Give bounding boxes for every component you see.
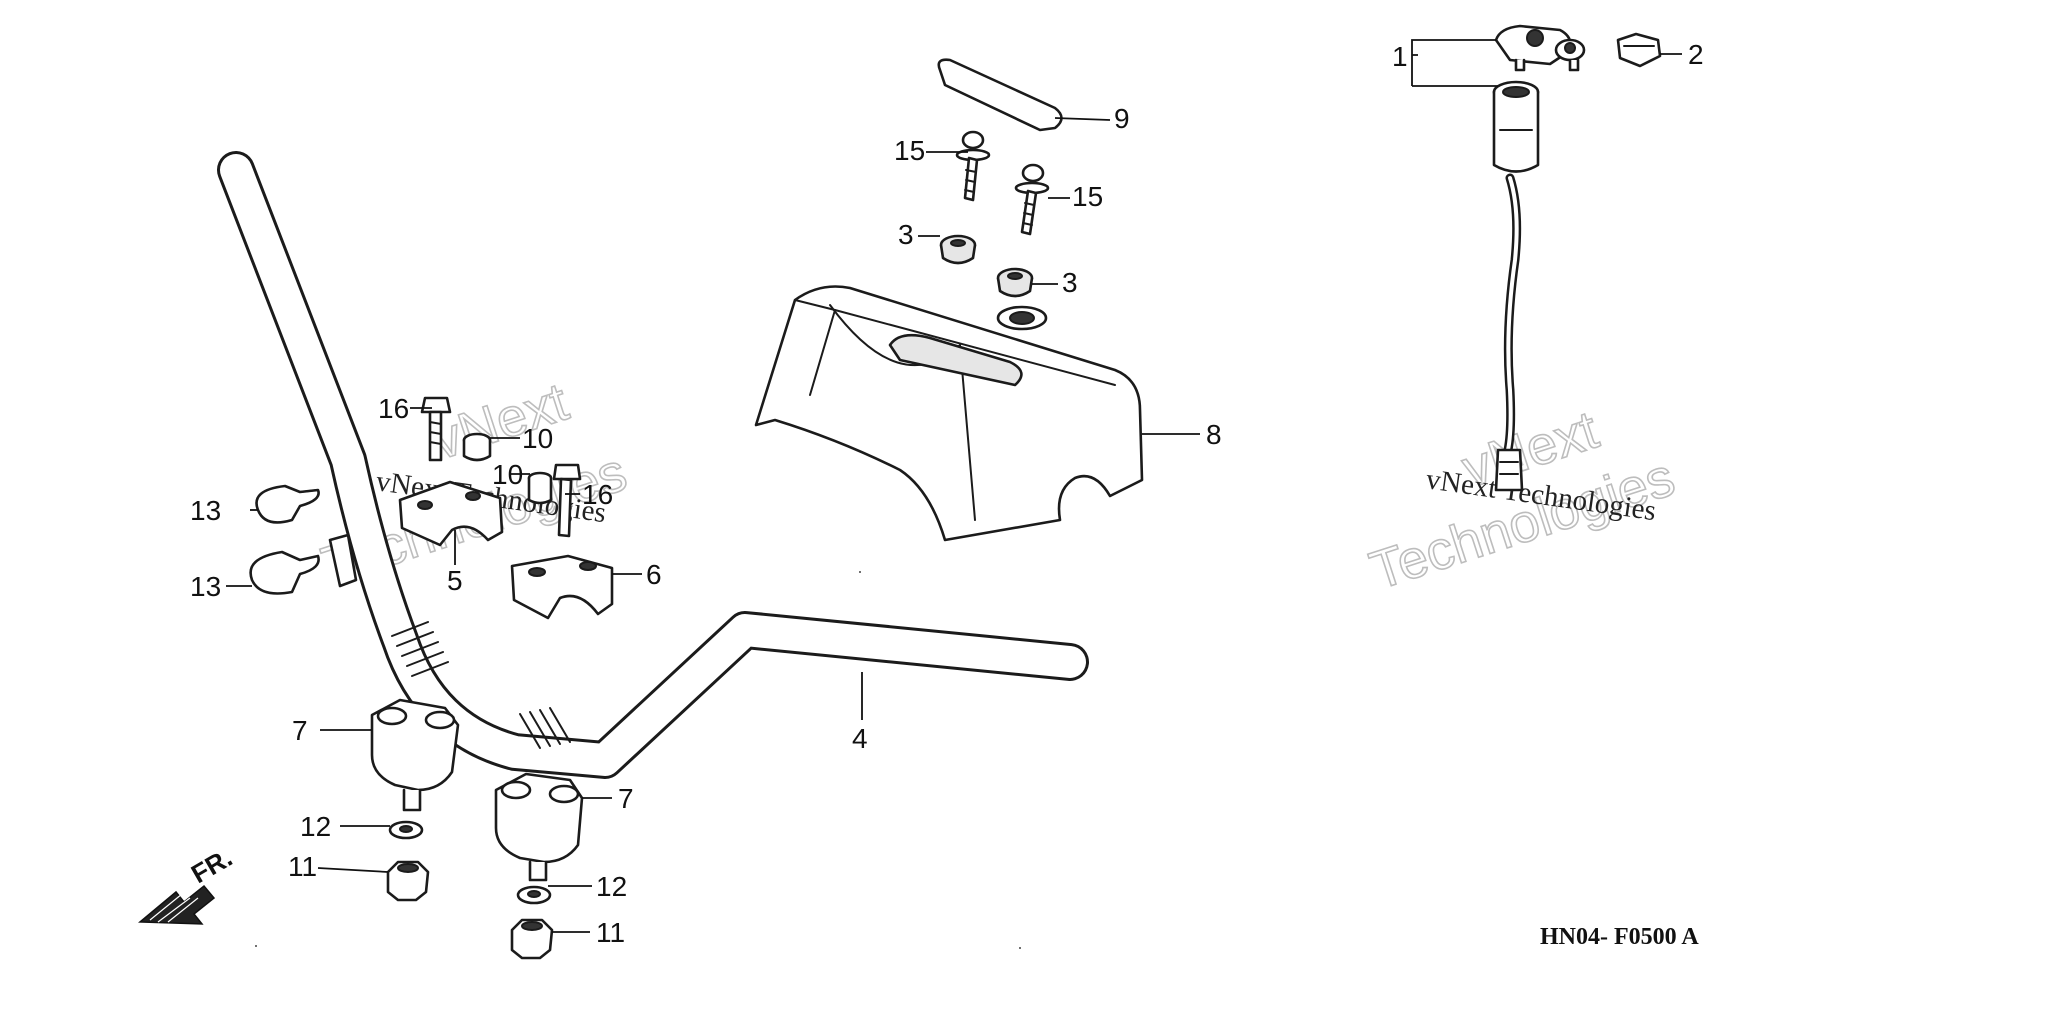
upper-holder-5 bbox=[398, 480, 504, 547]
grommet-3-right bbox=[996, 267, 1034, 298]
callout-1: 1 bbox=[1392, 41, 1408, 72]
callout-10-upper: 10 bbox=[522, 423, 553, 454]
band-13-upper bbox=[255, 484, 320, 524]
callout-3-left: 3 bbox=[898, 219, 914, 250]
nut-11-right bbox=[510, 918, 554, 960]
handlebar-cover bbox=[754, 285, 1144, 542]
plate bbox=[937, 58, 1063, 132]
upper-holder-6 bbox=[510, 554, 614, 620]
leader-lines bbox=[226, 39, 1682, 933]
callout-9: 9 bbox=[1114, 103, 1130, 134]
band-13-lower bbox=[249, 550, 320, 595]
callout-7-left: 7 bbox=[292, 715, 308, 746]
callout-5: 5 bbox=[447, 565, 463, 596]
lower-holder-7-right bbox=[494, 772, 584, 882]
callout-15-right: 15 bbox=[1072, 181, 1103, 212]
callout-11-left: 11 bbox=[288, 851, 317, 882]
callout-4: 4 bbox=[852, 723, 868, 754]
callout-3-right: 3 bbox=[1062, 267, 1078, 298]
front-direction-indicator: FR. bbox=[138, 842, 237, 925]
washer-12-right bbox=[516, 885, 552, 905]
callout-13-lower: 13 bbox=[190, 571, 221, 602]
callout-6: 6 bbox=[646, 559, 662, 590]
watermark-big-top: vNext bbox=[425, 372, 575, 472]
callout-12-left: 12 bbox=[300, 811, 331, 842]
callout-10-lower: 10 bbox=[492, 459, 523, 490]
knurl-left bbox=[391, 621, 449, 677]
collar-10-left bbox=[462, 432, 492, 462]
bolt-16-left bbox=[420, 396, 452, 462]
switch-cap bbox=[1616, 32, 1662, 68]
ignition-switch bbox=[1492, 24, 1586, 492]
direction-label: FR. bbox=[186, 842, 237, 889]
callout-16-right: 16 bbox=[582, 479, 613, 510]
diagram-code: HN04- F0500 A bbox=[1540, 924, 1699, 950]
lower-holder-7-left bbox=[370, 698, 460, 812]
callout-7-right: 7 bbox=[618, 783, 634, 814]
callout-16-left: 16 bbox=[378, 393, 409, 424]
callout-8: 8 bbox=[1206, 419, 1222, 450]
callout-2: 2 bbox=[1688, 39, 1704, 70]
callout-11-right: 11 bbox=[596, 917, 625, 948]
watermark-right: vNext Technologies vNext Technologies bbox=[1362, 399, 1682, 602]
screw-15-left bbox=[955, 130, 991, 202]
washer-12-left bbox=[388, 820, 424, 840]
screw-15-right bbox=[1014, 163, 1050, 236]
collar-10-right bbox=[527, 471, 553, 505]
knurl-right bbox=[519, 707, 571, 749]
handlebar bbox=[217, 151, 1089, 779]
callout-12-right: 12 bbox=[596, 871, 627, 902]
grommet-3-left bbox=[939, 234, 977, 265]
callout-15-left: 15 bbox=[894, 135, 925, 166]
callout-13-upper: 13 bbox=[190, 495, 221, 526]
nut-11-left bbox=[386, 860, 430, 902]
callouts: 1 2 9 15 15 3 3 8 4 16 10 10 16 5 6 13 1… bbox=[190, 39, 1704, 948]
